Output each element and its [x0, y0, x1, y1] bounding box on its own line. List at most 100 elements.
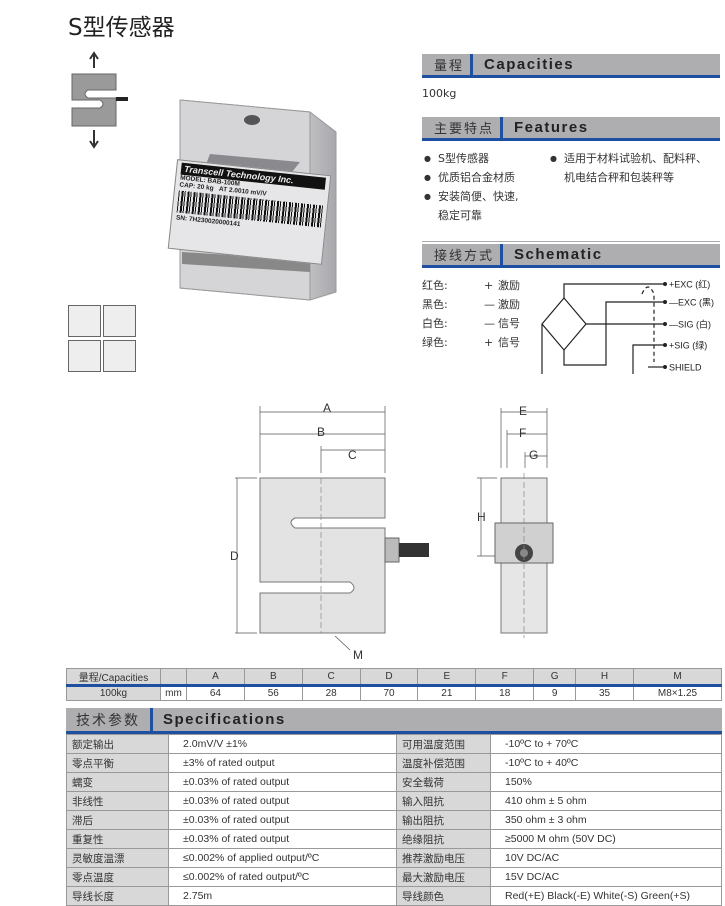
thumbnail-1[interactable] — [68, 305, 101, 337]
section-divider — [422, 241, 720, 242]
spec-label: 滞后 — [66, 810, 169, 830]
wire-sign: — — [484, 317, 495, 330]
spec-value: ≤0.002% of applied output/ºC — [168, 848, 397, 868]
dim-label-e: E — [519, 404, 527, 418]
cell: 35 — [575, 685, 634, 701]
thumbnail-4[interactable] — [103, 340, 136, 372]
terminal-exc-minus: —EXC (黑) — [669, 298, 714, 308]
spec-value: ±0.03% of rated output — [168, 829, 397, 849]
wire-row: 红色:+激励 — [422, 276, 520, 295]
cell: 28 — [301, 685, 361, 701]
spec-label: 输入阻抗 — [396, 791, 491, 811]
wire-color: 绿色: — [422, 336, 448, 349]
feature-item: 适用于材料试验机、配料秤、 — [550, 149, 707, 168]
dim-label-a: A — [323, 401, 331, 415]
header-cell — [160, 668, 187, 687]
spec-value: 2.0mV/V ±1% — [168, 734, 397, 754]
spec-label: 温度补偿范围 — [396, 753, 491, 773]
cell: 100kg — [66, 685, 161, 701]
header-cell: E — [417, 668, 477, 687]
features-list-left: S型传感器 优质铝合金材质 安装简便、快速, 稳定可靠 — [424, 149, 519, 225]
feature-item: 优质铝合金材质 — [424, 168, 519, 187]
features-list-right: 适用于材料试验机、配料秤、 机电结合秤和包装秤等 — [550, 149, 707, 187]
spec-value: -10ºC to + 70ºC — [490, 734, 722, 754]
header-cell: G — [533, 668, 577, 687]
feature-item: 安装简便、快速, — [424, 187, 519, 206]
spec-label: 额定输出 — [66, 734, 169, 754]
spec-label: 安全载荷 — [396, 772, 491, 792]
load-direction-icon — [71, 51, 128, 149]
feature-item-cont: 机电结合秤和包装秤等 — [564, 171, 674, 184]
spec-value: ≤0.002% of rated output/ºC — [168, 867, 397, 887]
wire-func: 信号 — [498, 317, 520, 330]
features-cn: 主要特点 — [422, 117, 504, 138]
spec-value: 350 ohm ± 3 ohm — [490, 810, 722, 830]
spec-value: 410 ohm ± 5 ohm — [490, 791, 722, 811]
spec-label: 蠕变 — [66, 772, 169, 792]
cell: mm — [160, 685, 187, 701]
cell: 18 — [475, 685, 535, 701]
terminal-sig-minus: —SIG (白) — [669, 319, 711, 330]
spec-label: 推荐激励电压 — [396, 848, 491, 868]
thumbnail-2[interactable] — [103, 305, 136, 337]
dim-label-b: B — [317, 425, 325, 439]
header-cell: D — [359, 668, 419, 687]
wire-color: 黑色: — [422, 298, 448, 311]
dim-label-g: G — [529, 448, 538, 462]
features-en: Features — [514, 119, 589, 136]
spec-value: ±0.03% of rated output — [168, 772, 397, 792]
dim-label-c: C — [348, 448, 357, 462]
product-photo: Transcell Technology Inc. MODEL: BAB-100… — [160, 92, 346, 302]
capacities-en: Capacities — [484, 56, 575, 73]
thumbnail-3[interactable] — [68, 340, 101, 372]
table-header-row: 量程/Capacities A B C D E F G H M — [66, 668, 722, 687]
page-title: S型传感器 — [68, 15, 175, 41]
dim-label-d: D — [230, 549, 239, 563]
feature-item-cont: 稳定可靠 — [438, 209, 482, 222]
header-cell: 量程/Capacities — [66, 668, 161, 687]
schematic-en: Schematic — [514, 246, 603, 263]
cell: 70 — [359, 685, 419, 701]
dim-label-f: F — [519, 426, 526, 440]
wire-sign: + — [484, 336, 494, 349]
spec-value: 2.75m — [168, 886, 397, 906]
spec-label: 导线颜色 — [396, 886, 491, 906]
dim-label-h: H — [477, 510, 486, 524]
spec-value: 15V DC/AC — [490, 867, 722, 887]
wire-color: 白色: — [422, 317, 448, 330]
capacities-header: 量程 Capacities — [422, 54, 720, 78]
feature-item: S型传感器 — [424, 149, 519, 168]
wire-row: 黑色:—激励 — [422, 295, 520, 314]
capacity-value: 100kg — [422, 87, 457, 100]
specifications-header: 技术参数 Specifications — [66, 708, 722, 734]
wire-legend: 红色:+激励 黑色:—激励 白色:—信号 绿色:+信号 — [422, 276, 520, 352]
header-cell: F — [475, 668, 535, 687]
schematic-header: 接线方式 Schematic — [422, 244, 720, 268]
dimensions-table: 量程/Capacities A B C D E F G H M 100kg mm… — [66, 668, 722, 701]
product-label: Transcell Technology Inc. MODEL: BAB-100… — [167, 159, 332, 265]
schematic-cn: 接线方式 — [422, 244, 504, 265]
spec-label: 零点平衡 — [66, 753, 169, 773]
spec-label: 输出阻抗 — [396, 810, 491, 830]
terminal-sig-plus: +SIG (绿) — [669, 340, 707, 351]
header-cell: A — [186, 668, 245, 687]
spec-label: 可用温度范围 — [396, 734, 491, 754]
spec-label: 零点温度 — [66, 867, 169, 887]
wire-row: 白色: —信号 — [422, 314, 520, 333]
cell: 21 — [417, 685, 477, 701]
spec-label: 最大激励电压 — [396, 867, 491, 887]
cell: 9 — [533, 685, 577, 701]
wire-func: 激励 — [498, 298, 520, 311]
spec-label: 绝缘阻抗 — [396, 829, 491, 849]
header-cell: H — [575, 668, 634, 687]
spec-value: ±0.03% of rated output — [168, 810, 397, 830]
terminal-exc-plus: +EXC (红) — [669, 279, 710, 290]
header-cell: C — [301, 668, 361, 687]
